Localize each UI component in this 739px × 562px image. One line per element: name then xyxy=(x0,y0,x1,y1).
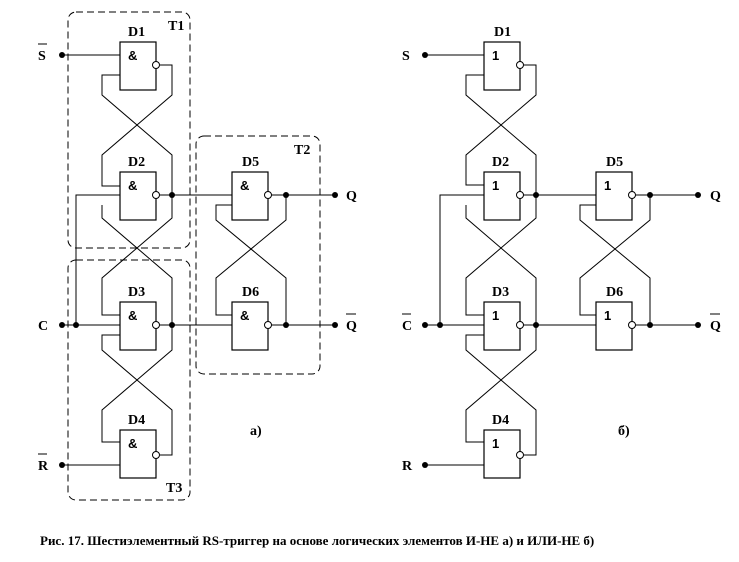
gate-symbol: & xyxy=(128,48,137,63)
output-label-q: Q xyxy=(346,189,357,204)
gate-symbol: 1 xyxy=(604,308,611,323)
gate-d3-right: 1 D3 xyxy=(483,285,524,351)
gate-symbol: 1 xyxy=(492,308,499,323)
gate-label: D3 xyxy=(492,285,509,300)
left-diagram-nand: T1 T2 T3 xyxy=(38,11,357,501)
figure-caption: Рис. 17. Шестиэлементный RS-триггер на о… xyxy=(40,533,594,548)
gate-symbol: & xyxy=(240,308,249,323)
gate-symbol: 1 xyxy=(492,178,499,193)
gate-d4-left: & D4 xyxy=(119,413,160,479)
gate-label: D5 xyxy=(606,155,623,170)
input-label-s: S xyxy=(402,49,410,64)
gate-d6-right: 1 D6 xyxy=(595,285,636,351)
gate-label: D3 xyxy=(128,285,145,300)
gate-d1-left: & D1 xyxy=(119,25,160,91)
gate-symbol: & xyxy=(240,178,249,193)
left-junctions xyxy=(59,52,338,468)
gate-d6-left: & D6 xyxy=(231,285,272,351)
gate-label: D6 xyxy=(242,285,259,300)
subfigure-label-b: б) xyxy=(618,424,630,439)
gate-symbol: & xyxy=(128,436,137,451)
group-label-t2: T2 xyxy=(294,143,310,158)
gate-d5-right: 1 D5 xyxy=(595,155,636,221)
right-diagram-nor: 1 D1 1 D2 1 D3 1 D4 1 D5 xyxy=(402,25,721,479)
gate-symbol: 1 xyxy=(492,48,499,63)
gate-d1-right: 1 D1 xyxy=(483,25,524,91)
gate-label: D1 xyxy=(494,25,511,40)
group-label-t3: T3 xyxy=(166,481,182,496)
left-wires xyxy=(62,54,335,466)
gate-symbol: & xyxy=(128,178,137,193)
group-box-t3 xyxy=(67,259,191,501)
gate-d5-left: & D5 xyxy=(231,155,272,221)
gate-symbol: 1 xyxy=(604,178,611,193)
input-label-c-bar: C xyxy=(402,319,412,334)
gate-d2-left: & D2 xyxy=(119,155,160,221)
output-label-q-bar: Q xyxy=(710,319,721,334)
gate-label: D4 xyxy=(492,413,509,428)
gate-symbol: & xyxy=(128,308,137,323)
output-label-q-bar: Q xyxy=(346,319,357,334)
gate-label: D5 xyxy=(242,155,259,170)
output-label-q: Q xyxy=(710,189,721,204)
group-box-t2 xyxy=(195,135,321,375)
input-label-c: C xyxy=(38,319,48,334)
gate-label: D2 xyxy=(128,155,145,170)
gate-label: D4 xyxy=(128,413,145,428)
right-junctions xyxy=(422,52,701,468)
input-label-s-bar: S xyxy=(38,49,46,64)
input-label-r-bar: R xyxy=(38,459,49,474)
subfigure-label-a: а) xyxy=(250,424,262,439)
gate-d3-left: & D3 xyxy=(119,285,160,351)
group-label-t1: T1 xyxy=(168,19,184,34)
gate-d4-right: 1 D4 xyxy=(483,413,524,479)
right-wires xyxy=(425,54,698,466)
gate-label: D1 xyxy=(128,25,145,40)
gate-symbol: 1 xyxy=(492,436,499,451)
gate-d2-right: 1 D2 xyxy=(483,155,524,221)
gate-label: D2 xyxy=(492,155,509,170)
input-label-r: R xyxy=(402,459,413,474)
gate-label: D6 xyxy=(606,285,623,300)
